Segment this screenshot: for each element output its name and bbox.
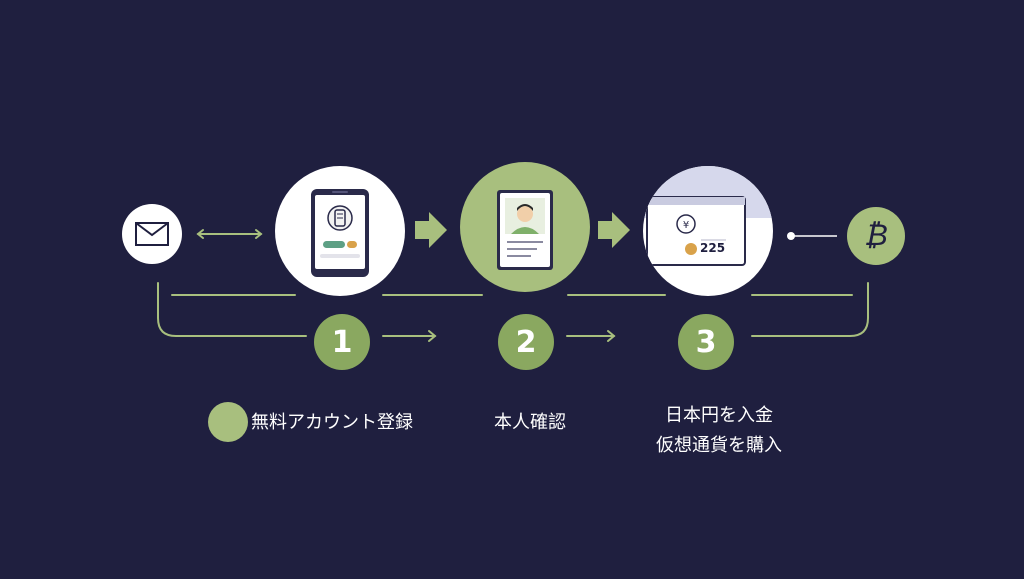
svg-text:¥: ¥ xyxy=(683,220,689,231)
bitcoin-icon: ₿ xyxy=(864,218,888,253)
step1-label: 無料アカウント登録 xyxy=(251,412,413,433)
step3-label-line2: 仮想通貨を購入 xyxy=(656,435,782,456)
phone-app-icon xyxy=(310,188,370,278)
step2-label: 本人確認 xyxy=(494,412,566,433)
step3-number: 3 xyxy=(678,314,734,370)
step3-illustration: ¥ 225 xyxy=(643,166,773,296)
mail-node xyxy=(122,204,182,264)
step-arrow-1 xyxy=(415,212,447,248)
step1-number: 1 xyxy=(314,314,370,370)
step1-illustration xyxy=(275,166,405,296)
id-verification-icon xyxy=(497,190,553,270)
step-arrow-2 xyxy=(598,212,630,248)
step3-label-line1: 日本円を入金 xyxy=(665,405,773,426)
bank-card-icon: ¥ xyxy=(646,196,746,266)
step1-marker-dot xyxy=(208,402,248,442)
card-amount: 225 xyxy=(700,241,726,255)
step2-illustration xyxy=(460,162,590,292)
step2-number: 2 xyxy=(498,314,554,370)
bitcoin-node: ₿ xyxy=(847,207,905,265)
mail-icon xyxy=(135,222,169,246)
